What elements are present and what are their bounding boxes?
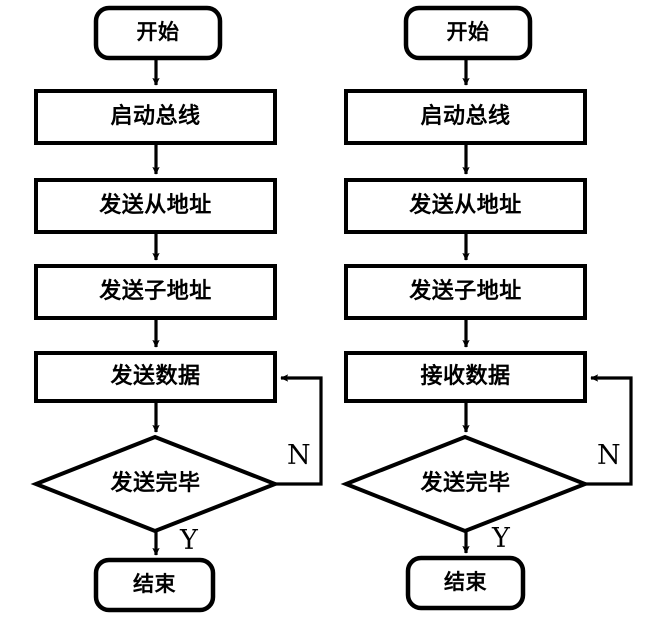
left-node-data-shape xyxy=(34,351,277,403)
left-connector-no-loop xyxy=(275,374,323,486)
right-node-end-shape xyxy=(405,555,526,611)
left-node-start-shape xyxy=(93,5,223,61)
left-flowchart-shapes xyxy=(30,5,323,613)
right-node-subaddr-shape xyxy=(344,264,587,320)
left-node-slaveaddr-shape xyxy=(34,178,277,234)
right-connector-no-loop xyxy=(585,374,633,486)
left-node-subaddr-shape xyxy=(34,264,277,320)
left-node-end-shape xyxy=(93,557,216,613)
right-flowchart-shapes xyxy=(340,5,633,611)
right-node-data-shape xyxy=(344,351,587,403)
right-node-start-shape xyxy=(403,5,533,61)
right-node-slaveaddr-shape xyxy=(344,178,587,234)
right-node-bus-shape xyxy=(344,89,587,145)
left-node-bus-shape xyxy=(34,89,277,145)
right-node-decision-shape xyxy=(340,434,591,534)
left-node-decision-shape xyxy=(30,434,281,534)
